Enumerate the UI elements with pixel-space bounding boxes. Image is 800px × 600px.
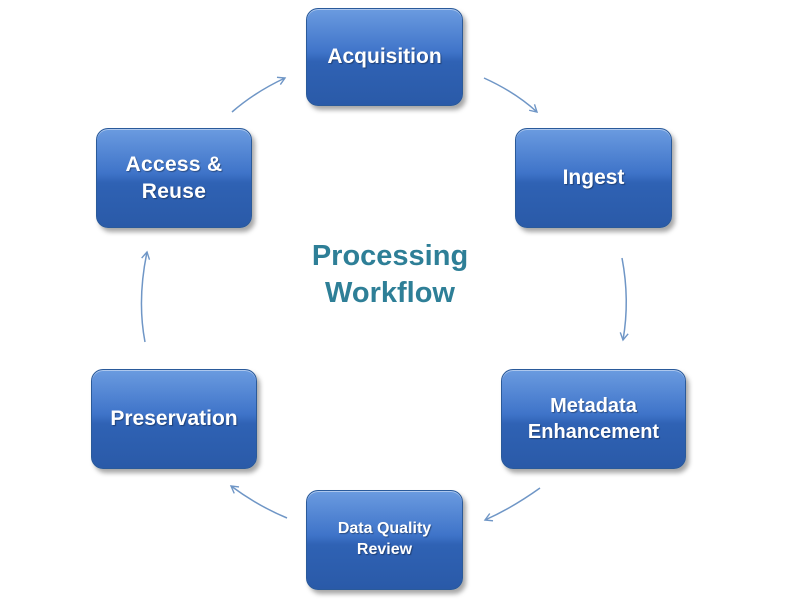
node-preservation: Preservation xyxy=(91,369,257,469)
node-data-quality-review: Data Quality Review xyxy=(306,490,463,590)
node-metadata-enhancement: Metadata Enhancement xyxy=(501,369,686,469)
arrow-access-to-acquisition xyxy=(231,76,287,113)
node-access-reuse-label: Access & Reuse xyxy=(125,152,223,203)
arrow-ingest-to-metadata xyxy=(619,257,629,342)
arrow-acquisition-to-ingest xyxy=(483,77,539,113)
center-title: Processing Workflow xyxy=(311,240,469,309)
node-acquisition-label: Acquisition xyxy=(327,45,442,69)
arrow-dqr-to-preservation xyxy=(229,485,288,519)
node-access-reuse: Access & Reuse xyxy=(96,128,252,228)
node-acquisition: Acquisition xyxy=(306,8,463,106)
node-ingest-label: Ingest xyxy=(562,166,625,190)
arrow-metadata-to-dqr xyxy=(483,487,541,522)
node-preservation-label: Preservation xyxy=(110,407,238,431)
node-ingest: Ingest xyxy=(515,128,672,228)
node-data-quality-review-label: Data Quality Review xyxy=(337,520,432,558)
node-metadata-enhancement-label: Metadata Enhancement xyxy=(527,395,660,443)
arrow-preservation-to-access xyxy=(140,250,151,343)
